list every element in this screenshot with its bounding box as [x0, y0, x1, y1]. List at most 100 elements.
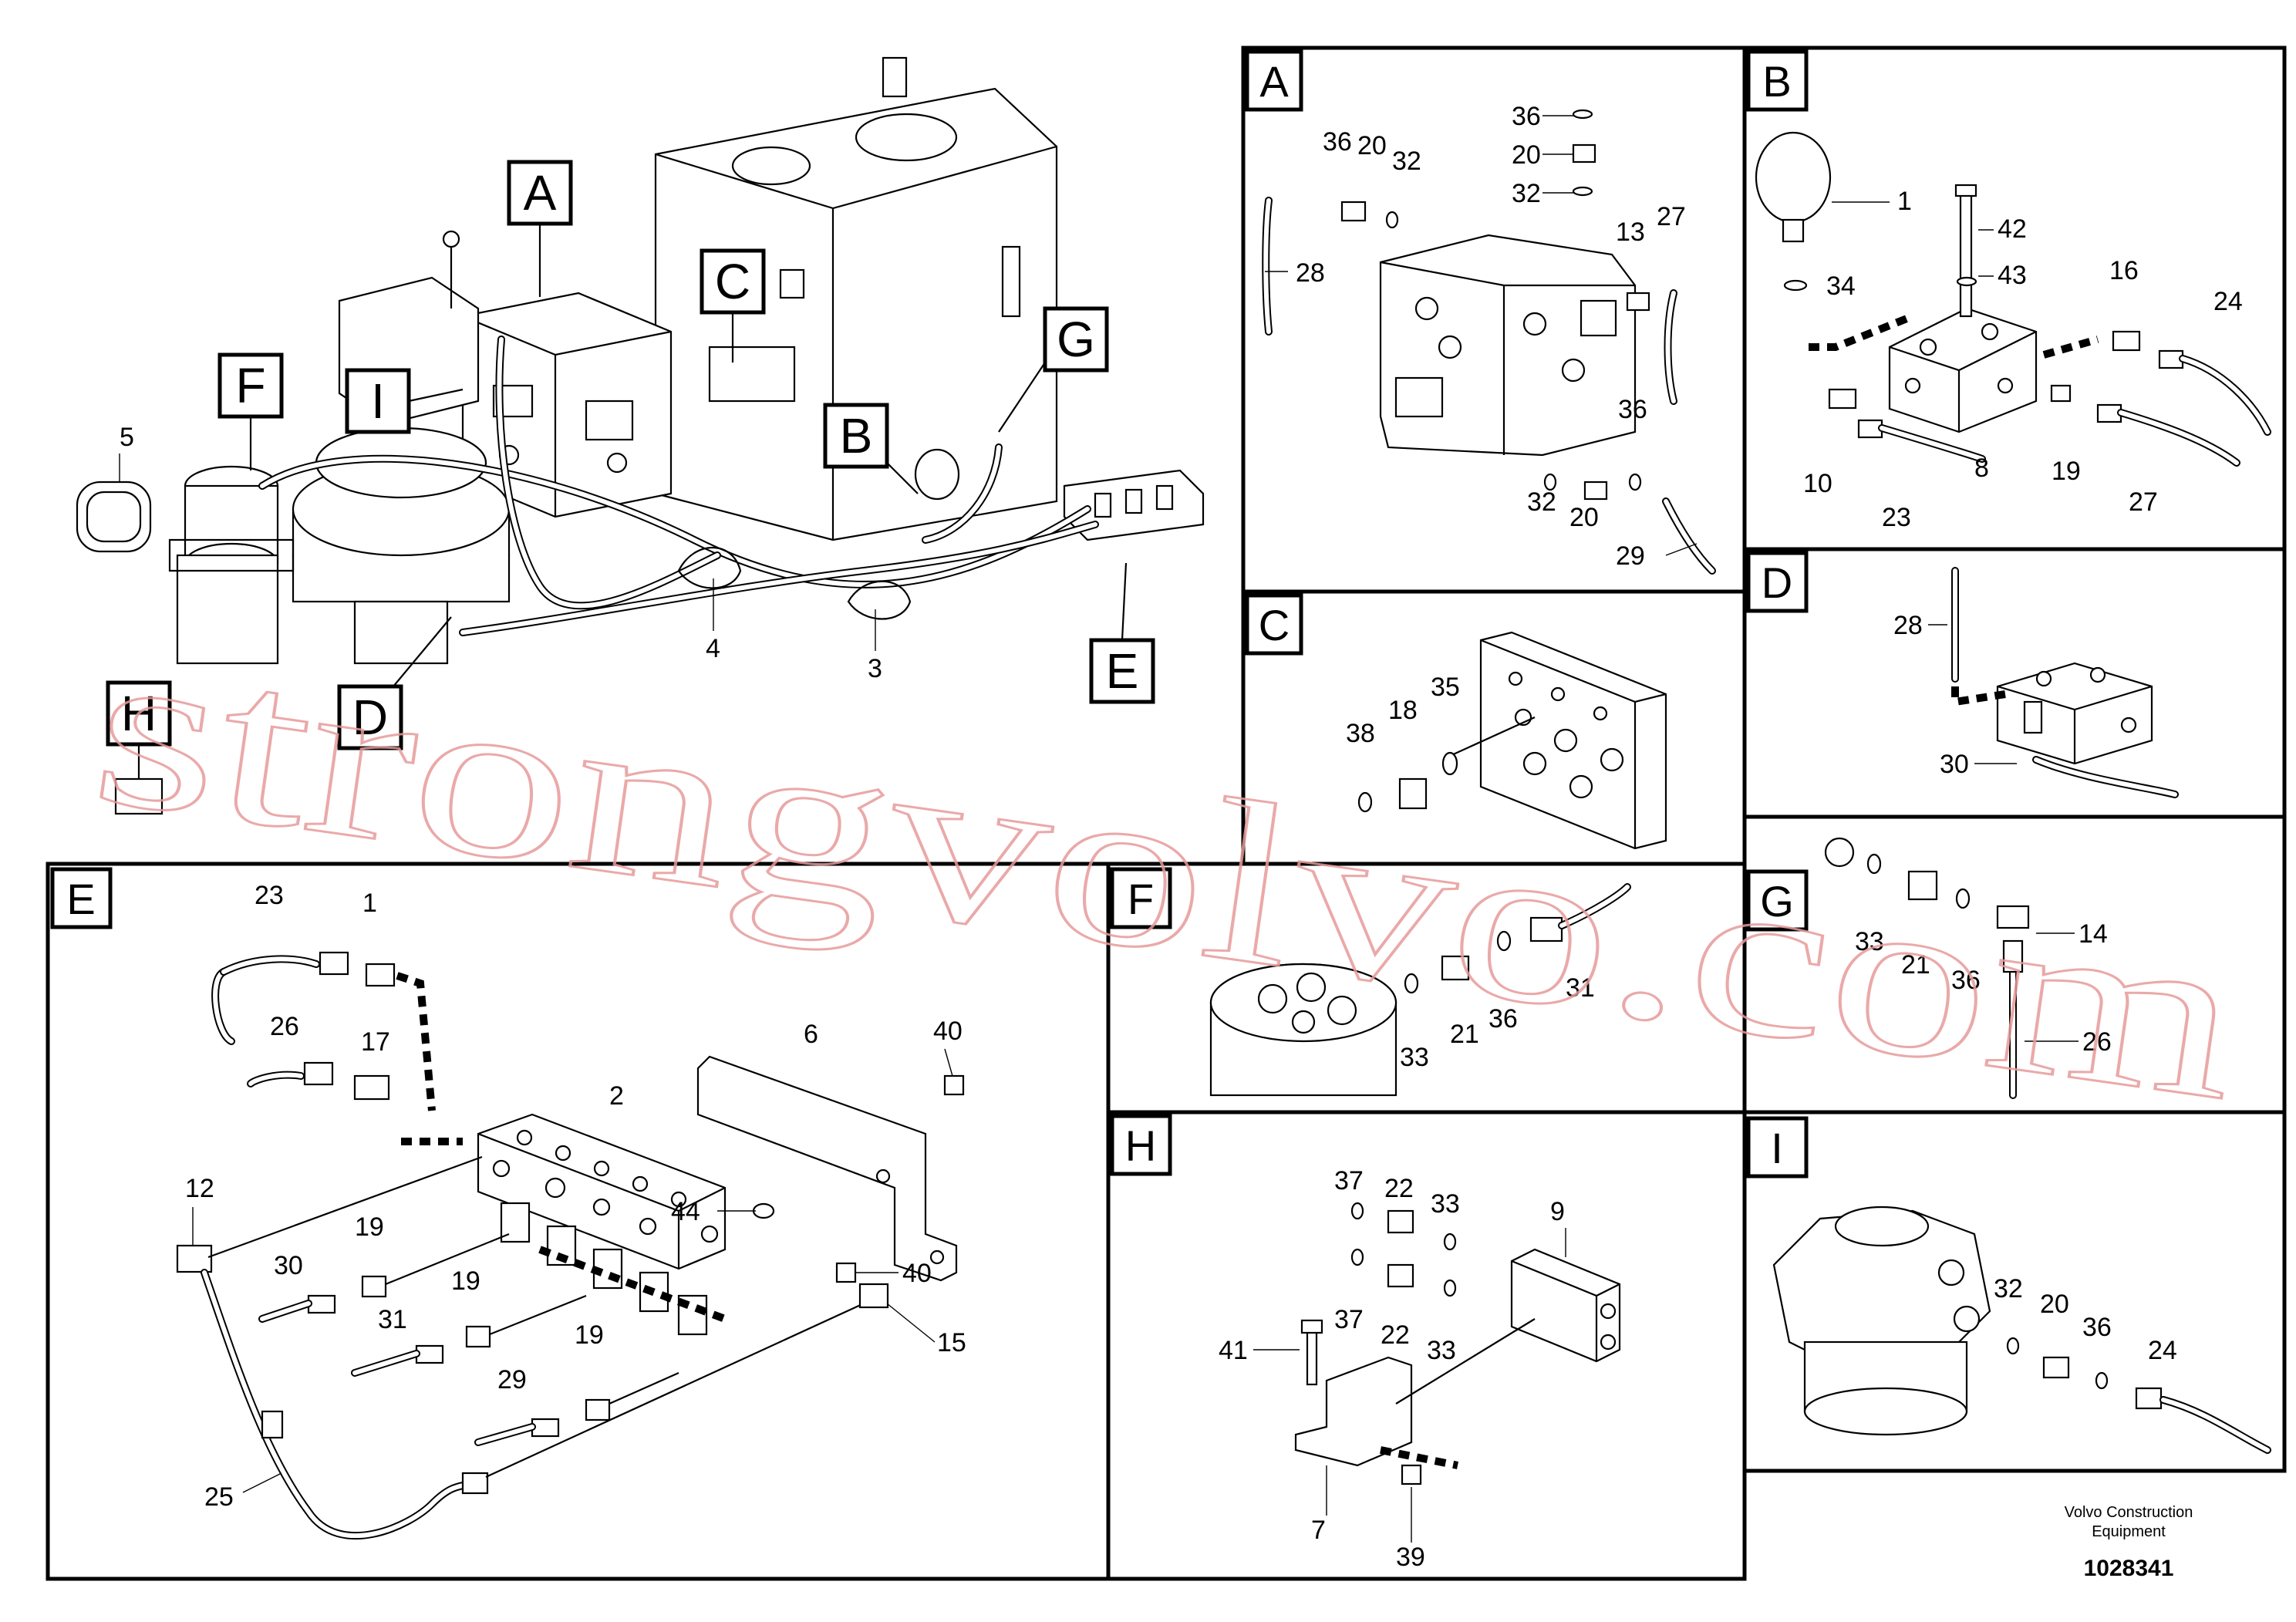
panel-label: G	[1760, 877, 1794, 926]
callout-label: A	[524, 165, 557, 221]
panel-F: F 33 21 36 31	[1110, 867, 1631, 1097]
pilot-manifold	[1063, 469, 1205, 541]
ref-number: 42	[1998, 214, 2027, 244]
callout-label: B	[840, 408, 873, 464]
ref-number: 36	[1323, 127, 1352, 157]
ref-number: 21	[1450, 1020, 1479, 1049]
callout-F[interactable]: F	[217, 352, 284, 470]
callout-I[interactable]: I	[345, 368, 464, 434]
hose-bundle	[258, 336, 1099, 636]
ref-number: 28	[1296, 258, 1325, 288]
ref-number: 19	[355, 1212, 384, 1242]
brand-line-2: Equipment	[2092, 1523, 2166, 1540]
callout-label: I	[371, 373, 385, 429]
ref-number: 3	[868, 654, 882, 683]
footer: Volvo Construction Equipment 1028341	[2065, 1504, 2193, 1581]
control-valve	[461, 292, 673, 518]
panel-I: I 32 20 36 24	[1746, 1116, 2271, 1454]
ref-number: 14	[2079, 919, 2108, 949]
ref-number: 27	[1657, 202, 1686, 231]
panel-label: H	[1125, 1121, 1156, 1170]
callout-E[interactable]: E	[1089, 562, 1155, 704]
ref-number: 33	[1855, 927, 1884, 956]
watermark-text: strongvolvo.com	[80, 595, 2254, 1149]
drawing-code: 1028341	[2084, 1556, 2174, 1581]
accumulator	[914, 448, 960, 501]
swivel-joint	[168, 465, 295, 665]
ref-number: 19	[2052, 457, 2081, 486]
ref-number: 35	[1431, 673, 1460, 702]
ref-number: 36	[1489, 1004, 1518, 1034]
seal-ring	[76, 481, 152, 553]
ref-number: 18	[1388, 696, 1418, 725]
ref-number: 39	[1396, 1543, 1425, 1572]
ref-number: 33	[1400, 1043, 1429, 1072]
ref-number: 1	[1897, 187, 1912, 216]
callout-D[interactable]: D	[337, 616, 452, 750]
ref-number: 33	[1431, 1189, 1460, 1219]
panel-B: B 1 42 43 34 16 24	[1746, 49, 2271, 532]
ref-number: 29	[1616, 541, 1645, 571]
panel-label: E	[66, 875, 95, 923]
callout-label: D	[352, 690, 388, 745]
ref-number: 22	[1384, 1174, 1414, 1203]
ref-number: 41	[1219, 1336, 1248, 1365]
solenoid-valve-small	[114, 777, 164, 815]
ref-number: 40	[933, 1017, 963, 1046]
ref-number: 4	[706, 634, 720, 663]
hydraulic-tank	[654, 56, 1058, 541]
panel-H: H 37 22 33 9 37 22 33 41 7 39	[1110, 1114, 1621, 1572]
ref-number: 26	[2082, 1027, 2112, 1057]
panel-G: G 33 21 36 14 26	[1746, 837, 2112, 1099]
ref-number: 13	[1616, 218, 1645, 247]
main-assembly: A C G F I B D	[76, 56, 1205, 815]
callout-G[interactable]: G	[998, 306, 1109, 433]
callout-H[interactable]: H	[106, 680, 172, 779]
ref-number: 15	[937, 1328, 966, 1357]
callout-label: H	[121, 686, 157, 741]
ref-number: 31	[378, 1305, 407, 1334]
callout-label: C	[715, 254, 750, 309]
ref-number: 9	[1550, 1197, 1565, 1226]
ref-number: 32	[1527, 487, 1556, 517]
ref-number: 19	[451, 1266, 480, 1296]
panel-A: A 36 20 32 36 20 32 28 13 27 36	[1245, 49, 1716, 575]
ref-number: 37	[1334, 1305, 1364, 1334]
ref-number: 20	[2040, 1290, 2069, 1319]
ref-number: 36	[1512, 102, 1541, 131]
ref-number: 26	[270, 1012, 299, 1041]
callout-A[interactable]: A	[507, 160, 573, 297]
panel-label: B	[1762, 57, 1791, 106]
ref-number: 34	[1826, 271, 1856, 301]
ref-number: 20	[1569, 503, 1599, 532]
ref-number: 24	[2213, 287, 2243, 316]
ref-number: 31	[1566, 973, 1595, 1003]
ref-number: 30	[1940, 750, 1969, 779]
panel-frames	[46, 46, 2287, 1581]
ref-number: 10	[1803, 469, 1832, 498]
ref-number: 28	[1893, 611, 1923, 640]
ref-number: 1	[362, 889, 377, 918]
ref-number: 44	[671, 1197, 700, 1226]
ref-number: 40	[902, 1259, 932, 1288]
ref-number: 17	[361, 1027, 390, 1057]
ref-number: 33	[1427, 1336, 1456, 1365]
ref-number: 24	[2148, 1336, 2177, 1365]
ref-number: 19	[575, 1320, 604, 1350]
ref-number: 22	[1381, 1320, 1410, 1350]
callout-label: E	[1106, 643, 1139, 699]
callout-B[interactable]: B	[823, 403, 919, 494]
ref-number: 25	[204, 1482, 234, 1512]
ref-number: 16	[2109, 256, 2139, 285]
ref-number: 30	[274, 1251, 303, 1280]
panel-label: I	[1771, 1124, 1783, 1172]
ref-number: 32	[1994, 1274, 2023, 1303]
panel-E: E	[50, 867, 966, 1540]
ref-number: 36	[1951, 966, 1981, 995]
ref-number: 36	[2082, 1313, 2112, 1342]
ref-number: 32	[1512, 179, 1541, 208]
panel-C: C 38 18 35	[1245, 593, 1667, 850]
callout-C[interactable]: C	[700, 248, 766, 363]
callout-label: F	[235, 358, 265, 413]
